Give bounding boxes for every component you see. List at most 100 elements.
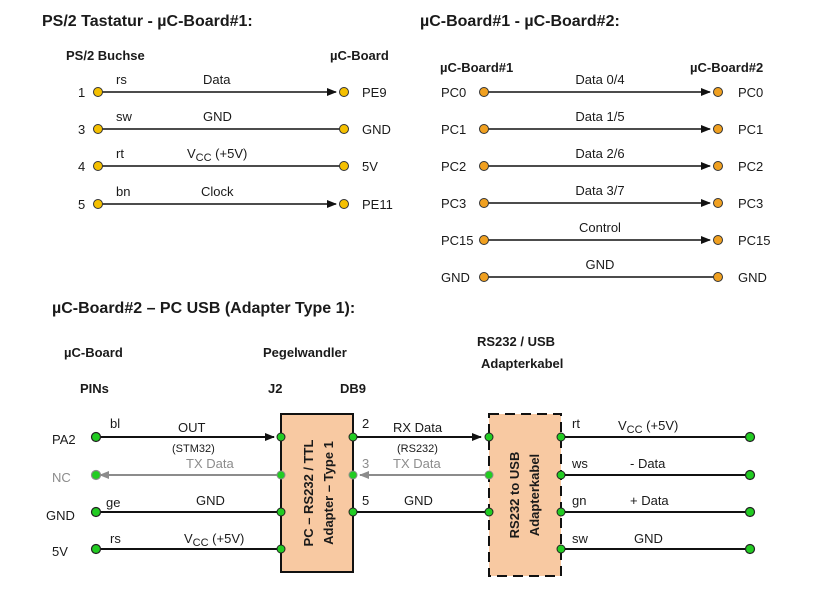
ps2-right-pin [339,124,349,134]
bb-right-label: PC0 [738,85,763,100]
db9-pin-5 [348,507,358,517]
bb-right-label: PC1 [738,122,763,137]
usb-right-end-1 [744,431,756,443]
bb-right-header: µC-Board#2 [690,60,763,75]
usb-pin-5v [90,543,102,555]
ps2-wire-color: rs [116,72,127,87]
ps2-left-pin [93,87,103,97]
bb-left-pin [479,87,489,97]
usb-title: µC-Board#2 – PC USB (Adapter Type 1): [52,300,355,317]
ps2-row-3: 4 rt VCC (+5V) 5V [78,146,378,174]
ps2-pin-number: 3 [78,122,85,137]
db9-number-5: 5 [362,493,369,508]
usb-left-pin-5v: 5V [52,544,68,559]
usb-wire-color-bl: bl [110,416,120,431]
bb-left-pin [479,272,489,282]
usb-rx-label: RX Data [393,420,443,435]
ps2-title: PS/2 Tastatur - µC-Board#1: [42,13,253,30]
usb-right-color-sw: sw [572,531,589,546]
bb-signal-label: Control [579,220,621,235]
ps2-signal-label: VCC (+5V) [187,146,247,164]
ps2-row-4: 5 bn Clock PE11 [78,184,393,212]
bb-left-pin [479,161,489,171]
adapter-in-pin-rx [484,432,494,442]
usb-col-pins: PINs [80,381,109,396]
bb-right-pin [713,87,723,97]
bb-left-pin [479,124,489,134]
j2-pin-tx [276,470,286,480]
ps2-wire-color: sw [116,109,133,124]
usb-col-cable-2: Adapterkabel [481,356,563,371]
bb-title: µC-Board#1 - µC-Board#2: [420,13,620,30]
level-shifter-box [280,413,354,573]
usb-col-j2: J2 [268,381,282,396]
ps2-target-label: PE11 [362,197,393,212]
usb-right-color-gn: gn [572,493,586,508]
usb-gnd-label: GND [196,493,225,508]
bb-right-label: PC3 [738,196,763,211]
usb-right-end-3 [744,506,756,518]
ps2-right-pin [339,161,349,171]
usb-out-sub: (STM32) [172,443,215,455]
ps2-signal-label: Clock [201,184,234,199]
ps2-left-header: PS/2 Buchse [66,48,145,63]
bb-left-pin [479,235,489,245]
db9-pin-2 [348,432,358,442]
bb-signal-label: Data 2/6 [575,146,624,161]
bb-right-pin [713,124,723,134]
bb-left-label: PC1 [441,122,466,137]
adapter-out-pin-3 [556,507,566,517]
ps2-pin-number: 5 [78,197,85,212]
usb-gnd2-label: GND [404,493,433,508]
bb-left-label: PC2 [441,159,466,174]
usb-right-color-ws: ws [571,456,588,471]
ps2-right-pin [339,199,349,209]
usb-right-gnd: GND [634,531,663,546]
usb-right-plus-data: + Data [630,493,669,508]
level-shifter-label-1: PC – RS232 / TTL [301,439,316,546]
ps2-row-1: 1 rs Data PE9 [78,72,387,100]
usb-vcc-label: VCC (+5V) [184,531,244,549]
usb-pin-nc [90,469,102,481]
bb-left-label: PC3 [441,196,466,211]
usb-col-level: Pegelwandler [263,345,347,360]
usb-col-db9: DB9 [340,381,366,396]
bb-right-pin [713,235,723,245]
ps2-signal-label: Data [203,72,231,87]
usb-pin-pa2 [90,431,102,443]
j2-pin-5v [276,544,286,554]
bb-right-label: GND [738,270,767,285]
usb-right-vcc-label: VCC (+5V) [618,418,678,436]
bb-right-pin [713,161,723,171]
adapter-out-pin-4 [556,544,566,554]
usb-left-pin-gnd: GND [46,508,75,523]
bb-left-label: PC0 [441,85,466,100]
ps2-row-2: 3 sw GND GND [78,109,391,137]
ps2-target-label: 5V [362,159,378,174]
j2-pin-gnd [276,507,286,517]
bb-signal-label: Data 0/4 [575,72,624,87]
bb-right-label: PC15 [738,233,771,248]
usb-right-minus-data: - Data [630,456,666,471]
ps2-pin-number: 4 [78,159,85,174]
usb-pin-gnd [90,506,102,518]
ps2-left-pin [93,161,103,171]
usb-wire-color-ge: ge [106,495,120,510]
adapter-in-pin-tx [484,470,494,480]
level-shifter-label-2: Adapter – Type 1 [321,441,336,545]
adapter-out-pin-2 [556,470,566,480]
usb-right-end-4 [744,543,756,555]
ps2-right-pin [339,87,349,97]
db9-number-2: 2 [362,416,369,431]
usb-adapter-label-1: RS232 to USB [507,452,522,539]
usb-right-end-2 [744,469,756,481]
ps2-left-pin [93,124,103,134]
bb-signal-label: Data 1/5 [575,109,624,124]
usb-right-color-rt: rt [572,416,580,431]
bb-left-pin [479,198,489,208]
